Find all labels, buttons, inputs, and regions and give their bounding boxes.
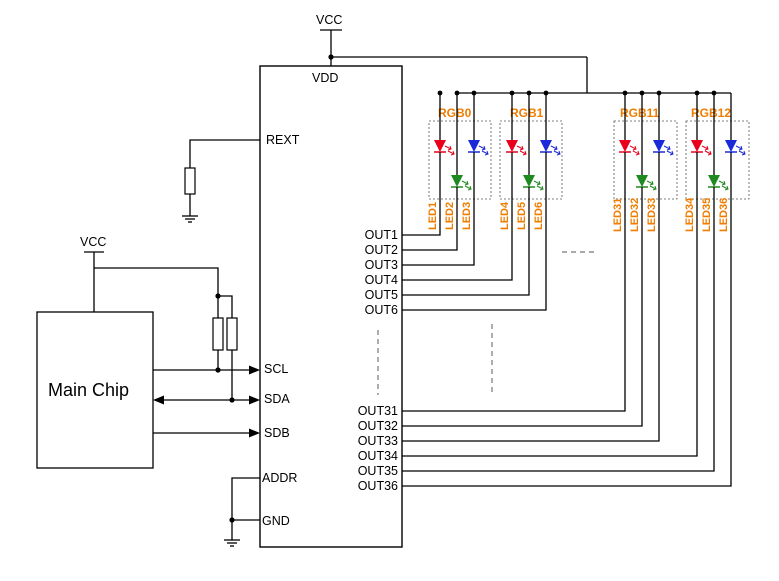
red-led-icon [434,140,446,152]
rgb0-label: RGB0 [438,106,472,120]
out4-label: OUT4 [365,273,398,287]
pullup-resistor-sda [226,317,238,351]
out35-label: OUT35 [358,464,398,478]
vcc-top-label: VCC [316,13,342,27]
sdb-pin-label: SDB [264,426,290,440]
led5-label: LED5 [516,202,528,230]
led3-label: LED3 [461,202,473,230]
out36-label: OUT36 [358,479,398,493]
led36-label: LED36 [718,198,730,232]
out1-label: OUT1 [365,228,398,242]
led34-label: LED34 [684,197,696,232]
main-chip-box [36,311,154,469]
green-led-icon [451,175,463,187]
rgb12-box [685,120,750,200]
rext-resistor [184,167,196,195]
out32-label: OUT32 [358,419,398,433]
led4-label: LED4 [499,201,511,230]
rgb0-group: RGB0 LED1 LED2 LED3 [427,90,492,230]
led31-label: LED31 [612,198,624,232]
led6-label: LED6 [533,202,545,230]
led35-label: LED35 [701,198,713,232]
out31-label: OUT31 [358,404,398,418]
rgb1-box [499,120,563,200]
out2-label: OUT2 [365,243,398,257]
green-led-icon [636,175,648,187]
blue-led-icon [468,140,480,152]
addr-pin-label: ADDR [262,471,297,485]
red-led-icon [691,140,703,152]
rext-pin-label: REXT [266,133,300,147]
main-chip-label: Main Chip [48,380,129,400]
blue-led-icon [540,140,552,152]
driver-ic-body [259,65,403,548]
red-led-icon [506,140,518,152]
rgb1-group: RGB1 LED4 LED5 LED6 [499,90,563,230]
green-led-icon [708,175,720,187]
sda-pin-label: SDA [264,392,290,406]
pullup-resistor-scl [212,317,224,351]
rgb1-label: RGB1 [510,106,544,120]
rgb11-box [613,120,678,200]
rgb0-box [428,120,492,200]
led2-label: LED2 [444,202,456,230]
out5-label: OUT5 [365,288,398,302]
led32-label: LED32 [629,198,641,232]
out34-label: OUT34 [358,449,398,463]
red-led-icon [619,140,631,152]
out33-label: OUT33 [358,434,398,448]
vdd-label: VDD [312,71,338,85]
gnd-pin-label: GND [262,514,290,528]
led1-label: LED1 [427,202,439,230]
led33-label: LED33 [646,198,658,232]
rgb12-group: RGB12 LED34 LED35 LED36 [684,90,750,232]
vcc-left-label: VCC [80,235,106,249]
out3-label: OUT3 [365,258,398,272]
blue-led-icon [725,140,737,152]
out6-label: OUT6 [365,303,398,317]
scl-pin-label: SCL [264,362,288,376]
rgb11-group: RGB11 LED31 LED32 LED33 [612,90,678,232]
green-led-icon [523,175,535,187]
blue-led-icon [653,140,665,152]
rgb11-label: RGB11 [620,106,660,120]
rgb12-label: RGB12 [691,106,731,120]
